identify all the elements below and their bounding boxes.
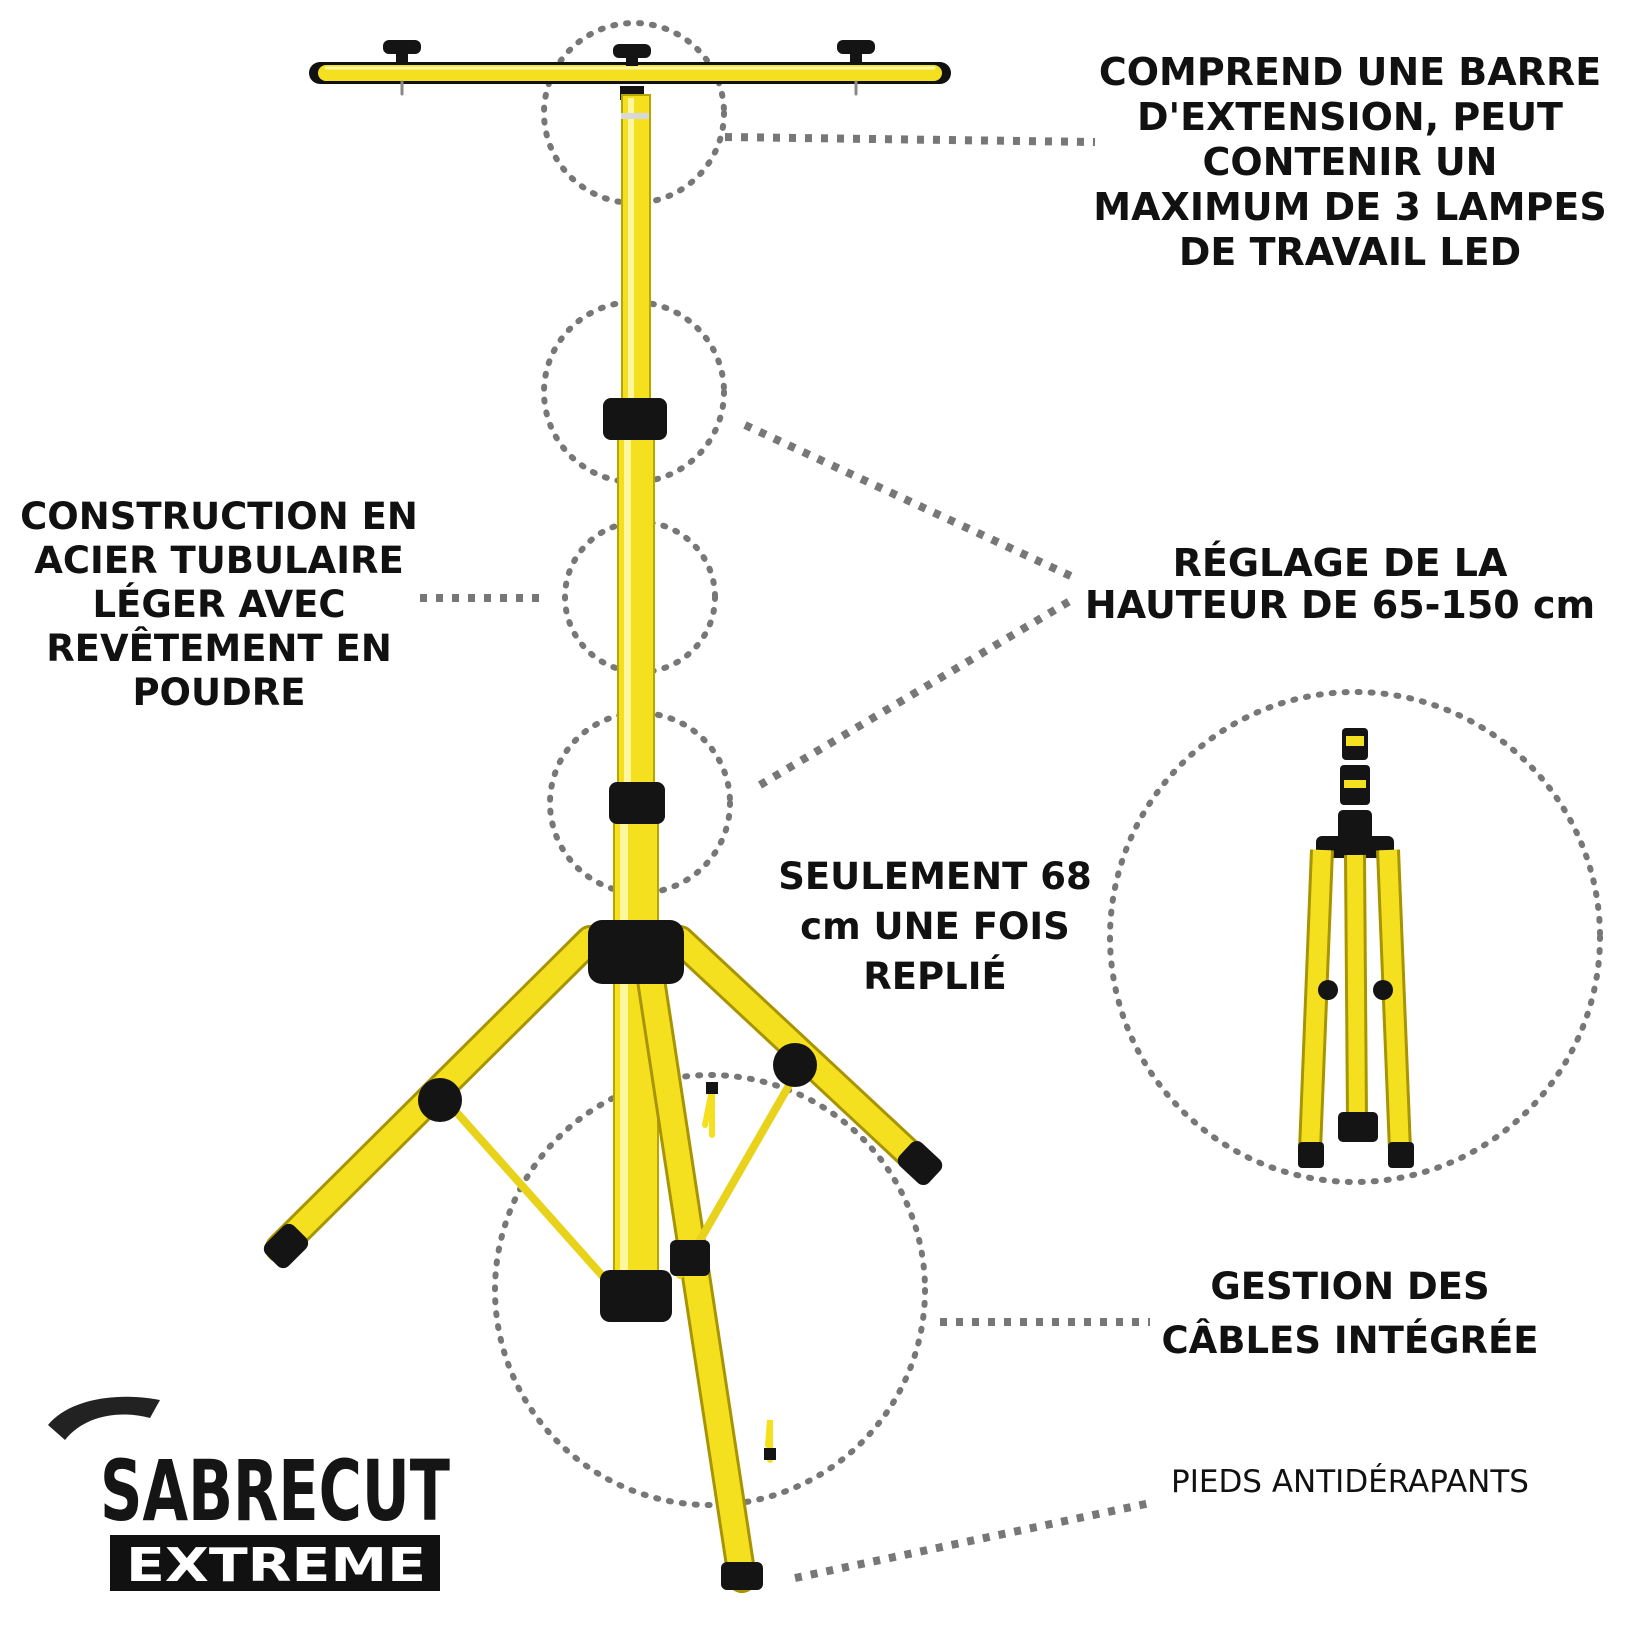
steel-line-5: POUDRE (132, 671, 306, 714)
logo-brand-text: SABRECUT (100, 1442, 450, 1540)
steel-line-3: LÉGER AVEC (92, 583, 346, 626)
steel-line-2: ACIER TUBULAIRE (34, 539, 404, 582)
sabrecut-logo (48, 1396, 440, 1591)
connector-height-lower (757, 594, 1078, 789)
steel-line-1: CONSTRUCTION EN (20, 495, 418, 538)
folded-size-label: SEULEMENT 68 cm UNE FOIS REPLIÉ (770, 852, 1100, 1002)
steel-line-4: REVÊTEMENT EN (46, 627, 392, 670)
mast (603, 94, 667, 1291)
folded-line-2: cm UNE FOIS (800, 905, 1070, 948)
connector-feet (794, 1498, 1156, 1582)
folded-line-1: SEULEMENT 68 (778, 855, 1092, 898)
cable-line-1: GESTION DES (1210, 1265, 1490, 1308)
height-adjust-label: RÉGLAGE DE LA HAUTEUR DE 65-150 cm (1080, 542, 1600, 626)
cable-management-label: GESTION DES CÂBLES INTÉGRÉE (1130, 1260, 1570, 1368)
steel-construction-label: CONSTRUCTION EN ACIER TUBULAIRE LÉGER AV… (14, 495, 424, 715)
extension-line-2: D'EXTENSION, PEUT (1137, 95, 1563, 139)
extension-line-4: MAXIMUM DE 3 LAMPES (1093, 185, 1607, 229)
folded-tripod (1298, 728, 1414, 1168)
connector-height-upper (743, 421, 1077, 582)
non-slip-feet-label: PIEDS ANTIDÉRAPANTS (1140, 1462, 1560, 1502)
height-line-1: RÉGLAGE DE LA (1172, 541, 1508, 585)
extension-bar-label: COMPREND UNE BARRE D'EXTENSION, PEUT CON… (1090, 50, 1610, 275)
cable-line-2: CÂBLES INTÉGRÉE (1161, 1319, 1539, 1362)
extension-line-3: CONTENIR UN (1202, 140, 1498, 184)
logo-sub-text: EXTREME (126, 1538, 426, 1592)
height-line-2: HAUTEUR DE 65-150 cm (1084, 583, 1596, 627)
tripod-legs (263, 920, 943, 1593)
extension-line-1: COMPREND UNE BARRE (1098, 50, 1602, 94)
folded-line-3: REPLIÉ (863, 955, 1007, 998)
callout-circle-base (492, 1072, 928, 1508)
connector-extension (724, 133, 1096, 146)
extension-line-5: DE TRAVAIL LED (1178, 230, 1522, 274)
callout-circle-folded (1107, 689, 1603, 1185)
extension-bar (309, 40, 951, 100)
feet-line-1: PIEDS ANTIDÉRAPANTS (1171, 1464, 1529, 1500)
